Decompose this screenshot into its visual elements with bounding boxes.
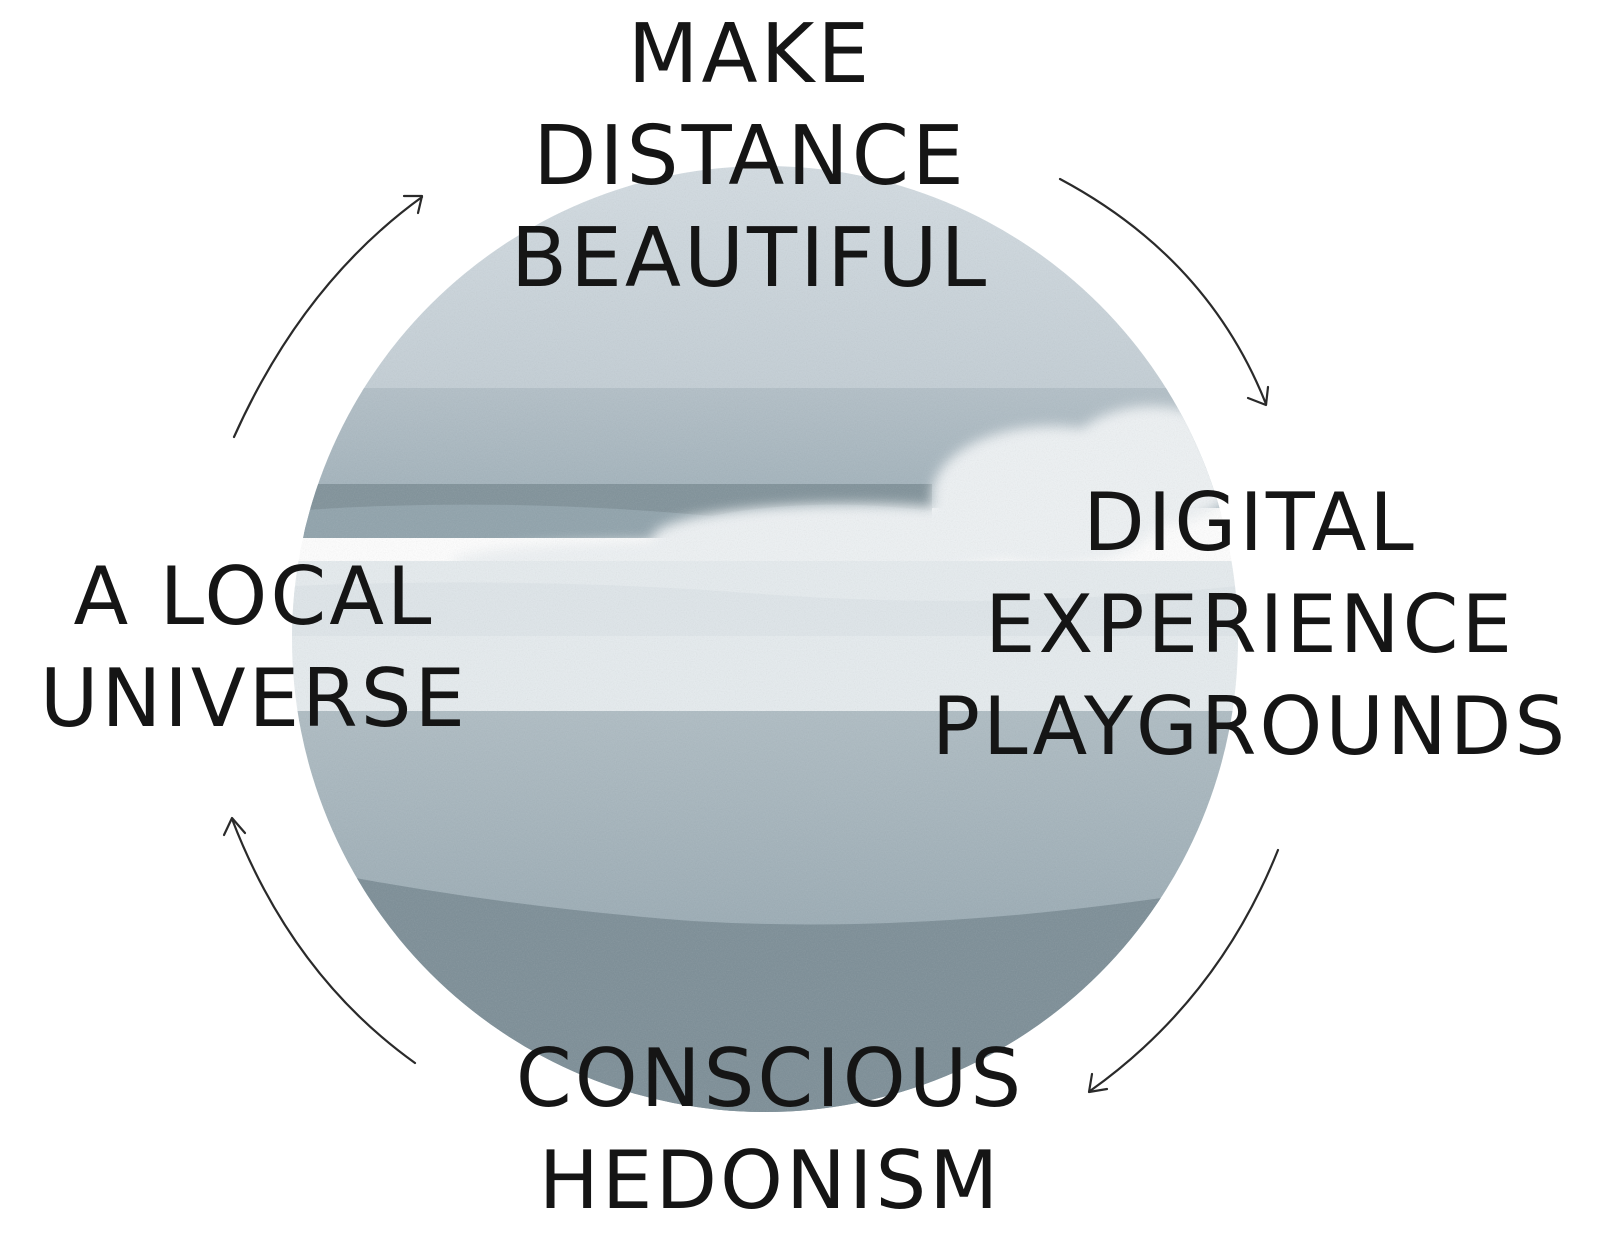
arrowhead-left-to-top xyxy=(402,194,424,215)
node-top-line-2: DISTANCE xyxy=(533,109,967,204)
node-left-line-1: A LOCAL xyxy=(73,550,435,643)
node-left-line-2: UNIVERSE xyxy=(39,652,469,745)
node-digital-experience-playgrounds: DIGITAL EXPERIENCE PLAYGROUNDS xyxy=(905,472,1595,778)
node-right-line-2: EXPERIENCE xyxy=(984,578,1516,671)
node-top-line-1: MAKE xyxy=(627,7,873,102)
node-bottom-line-1: CONSCIOUS xyxy=(515,1032,1025,1125)
arrowhead-top-to-right xyxy=(1246,385,1270,407)
arrowhead-right-to-bottom xyxy=(1087,1072,1109,1094)
arrowhead-bottom-to-left xyxy=(222,816,247,837)
node-conscious-hedonism: CONSCIOUS HEDONISM xyxy=(470,1028,1070,1232)
node-right-line-1: DIGITAL xyxy=(1083,476,1417,569)
node-right-line-3: PLAYGROUNDS xyxy=(931,680,1569,773)
node-bottom-line-2: HEDONISM xyxy=(538,1134,1002,1227)
node-top-line-3: BEAUTIFUL xyxy=(510,211,990,306)
node-make-distance-beautiful: MAKE DISTANCE BEAUTIFUL xyxy=(470,4,1030,310)
node-a-local-universe: A LOCAL UNIVERSE xyxy=(14,546,494,750)
